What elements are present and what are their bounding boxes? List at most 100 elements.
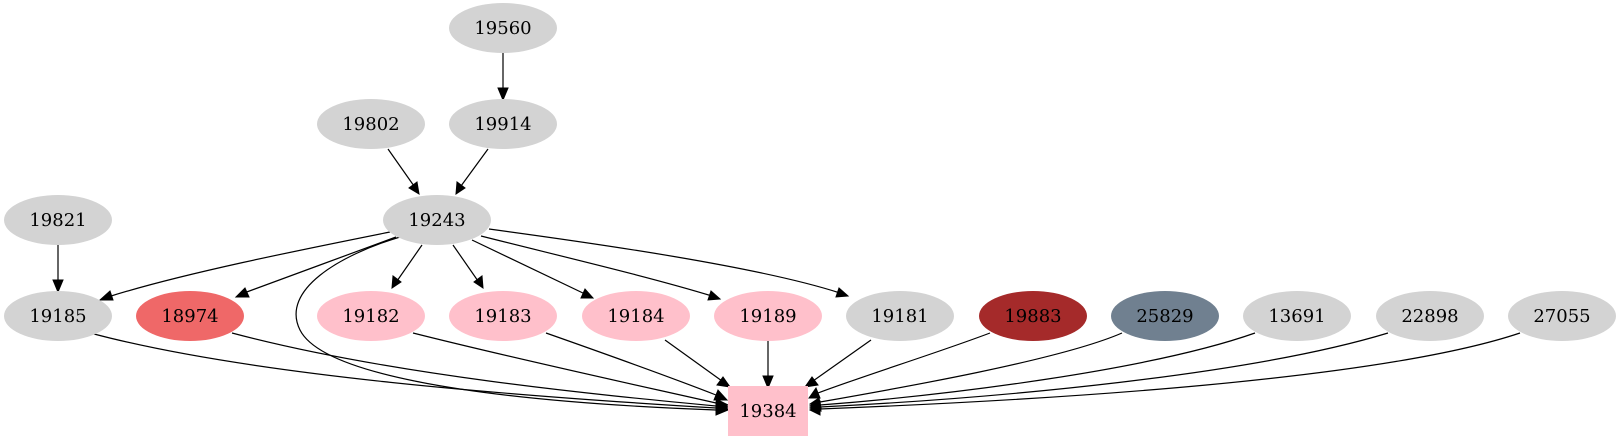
edge-line: [819, 332, 1521, 410]
node-label: 19184: [607, 306, 664, 327]
edge-line: [817, 332, 991, 394]
arrowhead-icon: [497, 87, 509, 102]
node-25829[interactable]: 25829: [1111, 291, 1219, 341]
node-label: 19560: [474, 18, 531, 39]
ellipse-shape: [582, 291, 690, 341]
ellipse-shape: [1508, 291, 1616, 341]
arrowhead-icon: [52, 279, 64, 294]
node-label: 25829: [1136, 306, 1193, 327]
edge-line: [243, 236, 397, 294]
edge-line: [93, 333, 717, 409]
arrowhead-icon: [808, 404, 821, 416]
node-19181[interactable]: 19181: [846, 291, 954, 341]
ellipse-shape: [4, 195, 112, 245]
node-label: 19914: [474, 114, 531, 135]
edge-line: [480, 235, 713, 297]
node-label: 19243: [408, 210, 465, 231]
edge-line: [412, 332, 717, 404]
node-19560[interactable]: 19560: [449, 3, 557, 53]
edge-19243-to-19185: [98, 231, 391, 301]
ellipse-shape: [449, 291, 557, 341]
arrowhead-icon: [234, 287, 250, 298]
edge-line: [488, 228, 841, 294]
edge-line: [231, 332, 717, 407]
node-19883[interactable]: 19883: [979, 291, 1087, 341]
edge-line: [295, 236, 717, 411]
node-19914[interactable]: 19914: [449, 99, 557, 149]
ellipse-shape: [317, 291, 425, 341]
edge-line: [396, 244, 423, 282]
edges-layer: [52, 53, 1521, 416]
node-label: 19384: [739, 401, 796, 422]
edge-19243-to-19183: [452, 244, 484, 289]
edge-19184-to-19384: [664, 339, 732, 388]
edge-19802-to-19243: [387, 148, 420, 195]
node-label: 19185: [29, 306, 86, 327]
edge-line: [819, 332, 1389, 408]
edge-line: [460, 148, 489, 187]
node-label: 19802: [342, 114, 399, 135]
node-19184[interactable]: 19184: [582, 291, 690, 341]
edge-19821-to-19185: [52, 245, 64, 294]
node-19185[interactable]: 19185: [4, 291, 112, 341]
nodes-layer: 19560 19802 19914 19821 19243 19185 18974 19182…: [4, 3, 1616, 436]
node-18974[interactable]: 18974: [136, 291, 244, 341]
node-19183[interactable]: 19183: [449, 291, 557, 341]
node-label: 22898: [1401, 306, 1458, 327]
edge-19185-to-19384: [93, 333, 730, 415]
edge-line: [471, 239, 586, 295]
node-19802[interactable]: 19802: [317, 99, 425, 149]
node-22898[interactable]: 22898: [1376, 291, 1484, 341]
ellipse-shape: [4, 291, 112, 341]
arrowhead-icon: [835, 287, 850, 298]
node-19182[interactable]: 19182: [317, 291, 425, 341]
node-label: 19181: [871, 306, 928, 327]
edge-19182-to-19384: [412, 332, 730, 410]
edge-line: [664, 339, 723, 382]
ellipse-shape: [317, 99, 425, 149]
arrowhead-icon: [707, 290, 722, 301]
edge-19243-to-19181: [488, 228, 850, 298]
node-19189[interactable]: 19189: [714, 291, 822, 341]
node-label: 27055: [1533, 306, 1590, 327]
arrowhead-icon: [715, 398, 730, 410]
edge-27055-to-19384: [808, 332, 1521, 416]
node-19821[interactable]: 19821: [4, 195, 112, 245]
edge-19183-to-19384: [545, 332, 729, 401]
ellipse-shape: [1376, 291, 1484, 341]
edge-19243-to-18974: [234, 236, 397, 298]
node-label: 13691: [1268, 306, 1325, 327]
edge-19181-to-19384: [803, 339, 872, 388]
ellipse-shape: [449, 99, 557, 149]
arrowhead-icon: [762, 375, 774, 390]
edge-19189-to-19384: [762, 341, 774, 390]
arrowhead-icon: [808, 386, 821, 399]
ellipse-shape: [846, 291, 954, 341]
node-label: 19189: [739, 306, 796, 327]
edge-19243-to-19182: [391, 244, 423, 289]
edge-22898-to-19384: [808, 332, 1389, 414]
ellipse-shape: [136, 291, 244, 341]
arrowhead-icon: [408, 181, 420, 195]
node-label: 18974: [161, 306, 218, 327]
ellipse-shape: [1111, 291, 1219, 341]
edge-19883-to-19384: [808, 332, 991, 399]
edge-19243-to-19189: [480, 235, 722, 301]
edge-line: [819, 332, 1256, 406]
node-13691[interactable]: 13691: [1243, 291, 1351, 341]
ellipse-shape: [979, 291, 1087, 341]
edge-19560-to-19914: [497, 53, 509, 102]
arrowhead-icon: [473, 275, 484, 289]
edge-25829-to-19384: [808, 332, 1123, 409]
node-19384[interactable]: 19384: [728, 386, 808, 436]
ellipse-shape: [383, 195, 491, 245]
ellipse-shape: [714, 291, 822, 341]
node-27055[interactable]: 27055: [1508, 291, 1616, 341]
node-label: 19182: [342, 306, 399, 327]
ellipse-shape: [449, 3, 557, 53]
edge-line: [452, 244, 479, 282]
arrowhead-icon: [580, 288, 595, 299]
edge-line: [545, 332, 717, 396]
node-19243[interactable]: 19243: [383, 195, 491, 245]
